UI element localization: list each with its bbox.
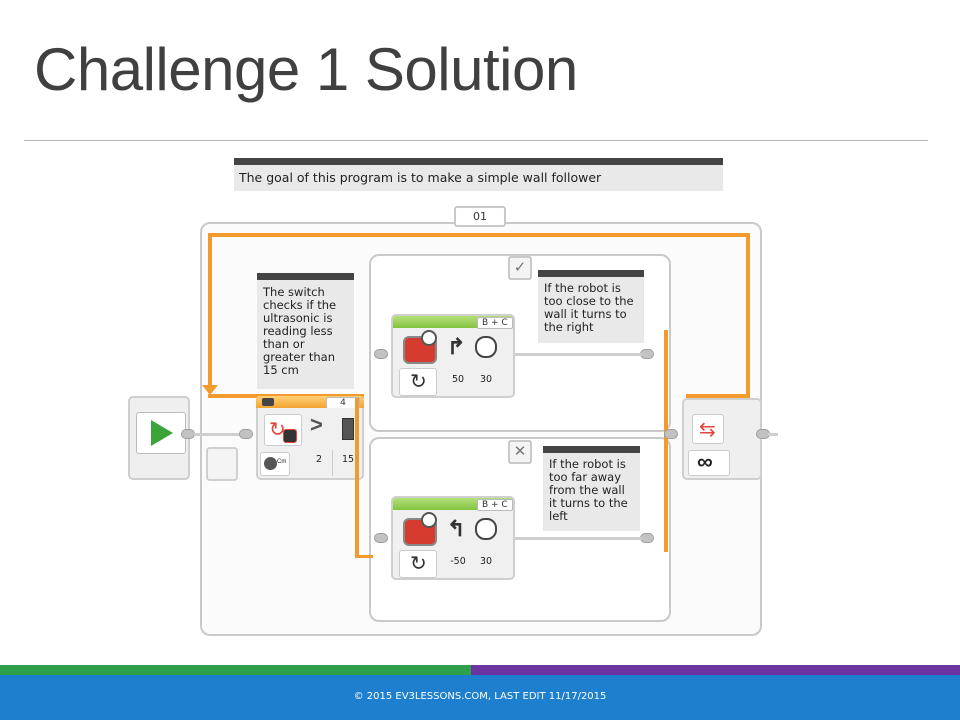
switch-arrows-icon: ↻ — [269, 419, 286, 441]
goal-comment-text: The goal of this program is to make a si… — [239, 170, 602, 185]
goal-comment-block[interactable]: The goal of this program is to make a si… — [234, 158, 723, 191]
false-case-comment-text: If the robot is too far away from the wa… — [549, 457, 628, 523]
true-case-comment-text: If the robot is too close to the wall it… — [544, 281, 634, 334]
x-icon: ✕ — [513, 443, 527, 460]
false-case-comment-block[interactable]: If the robot is too far away from the wa… — [543, 446, 640, 531]
threshold-value[interactable]: 15 — [341, 454, 355, 465]
power-gauge-icon — [475, 518, 497, 540]
title-divider — [24, 140, 928, 141]
sequence-wire — [768, 433, 778, 436]
footer-blue-bar — [0, 675, 960, 720]
orange-wire — [355, 398, 359, 558]
move-steering-block-true[interactable]: B + C ↱ ↻ 50 30 — [391, 314, 515, 398]
sequence-plug[interactable] — [640, 533, 654, 543]
loop-mode-icon-box[interactable]: ⇆ — [692, 414, 724, 444]
switch-mode-box[interactable]: ↻ — [264, 414, 302, 446]
steering-motor-icon — [403, 336, 437, 364]
sequence-plug[interactable] — [181, 429, 195, 439]
switch-block[interactable]: ↻ > Cm 2 15 — [256, 408, 364, 480]
play-triangle-icon — [151, 420, 173, 446]
footer-copyright: © 2015 EV3LESSONS.COM, LAST EDIT 11/17/2… — [353, 691, 607, 702]
steering-value[interactable]: -50 — [450, 556, 466, 567]
case-false-tab[interactable]: ✕ — [508, 440, 532, 464]
orange-wire — [208, 233, 748, 237]
loop-start-box — [206, 447, 238, 481]
compare-type-value[interactable]: 2 — [315, 454, 323, 465]
sequence-plug[interactable] — [374, 533, 388, 543]
mode-on-icon[interactable]: ↻ — [399, 368, 437, 396]
loop-end-block[interactable]: ⇆ ∞ — [682, 398, 762, 480]
switch-comment-text: The switch checks if the ultrasonic is r… — [263, 285, 337, 377]
check-icon: ✓ — [513, 259, 527, 276]
sequence-wire — [515, 537, 642, 540]
orange-wire — [746, 233, 750, 398]
true-case-comment-block[interactable]: If the robot is too close to the wall it… — [538, 270, 644, 343]
footer-green-bar — [0, 665, 471, 675]
orange-wire — [355, 555, 373, 558]
sequence-wire — [194, 433, 242, 436]
threshold-icon — [342, 418, 354, 440]
compare-symbol: > — [310, 412, 323, 437]
rotate-icon: ↻ — [410, 371, 427, 393]
switch-comment-block[interactable]: The switch checks if the ultrasonic is r… — [257, 273, 354, 389]
rotate-icon: ↻ — [410, 553, 427, 575]
steering-wheel-icon — [421, 330, 437, 346]
orange-wire — [686, 394, 750, 398]
ultrasonic-sensor-icon — [283, 429, 297, 443]
power-value[interactable]: 30 — [479, 374, 493, 385]
unit-label: Cm — [277, 459, 287, 465]
orange-wire — [208, 233, 212, 393]
steering-wheel-icon — [421, 512, 437, 528]
sensor-port-icon — [262, 398, 274, 406]
loop-arrows-icon: ⇆ — [699, 419, 716, 441]
start-block[interactable] — [128, 396, 190, 480]
param-divider — [332, 450, 333, 476]
sequence-plug[interactable] — [664, 429, 678, 439]
steering-value[interactable]: 50 — [451, 374, 465, 385]
orange-wire — [664, 330, 668, 552]
ultrasonic-mode-icon — [264, 457, 277, 470]
unit-icon[interactable]: Cm — [260, 452, 290, 476]
motor-ports-label[interactable]: B + C — [477, 499, 513, 511]
sequence-wire — [510, 353, 642, 356]
loop-name-label[interactable]: 01 — [454, 206, 506, 227]
loop-mode-selector[interactable]: ∞ — [688, 449, 730, 476]
footer-purple-bar — [471, 665, 960, 675]
turn-left-icon: ↰ — [447, 516, 466, 541]
power-value[interactable]: 30 — [479, 556, 493, 567]
turn-right-icon: ↱ — [447, 334, 466, 359]
power-gauge-icon — [475, 336, 497, 358]
start-program-icon[interactable] — [136, 412, 186, 454]
case-true-tab[interactable]: ✓ — [508, 256, 532, 280]
motor-ports-label[interactable]: B + C — [477, 317, 513, 329]
slide-title: Challenge 1 Solution — [34, 36, 578, 103]
mode-on-icon[interactable]: ↻ — [399, 550, 437, 578]
sequence-plug[interactable] — [374, 349, 388, 359]
infinity-icon: ∞ — [697, 449, 713, 474]
sequence-plug[interactable] — [640, 349, 654, 359]
move-steering-block-false[interactable]: B + C ↰ ↻ -50 30 — [391, 496, 515, 580]
sequence-plug[interactable] — [239, 429, 253, 439]
wire-arrow-icon — [202, 385, 218, 395]
